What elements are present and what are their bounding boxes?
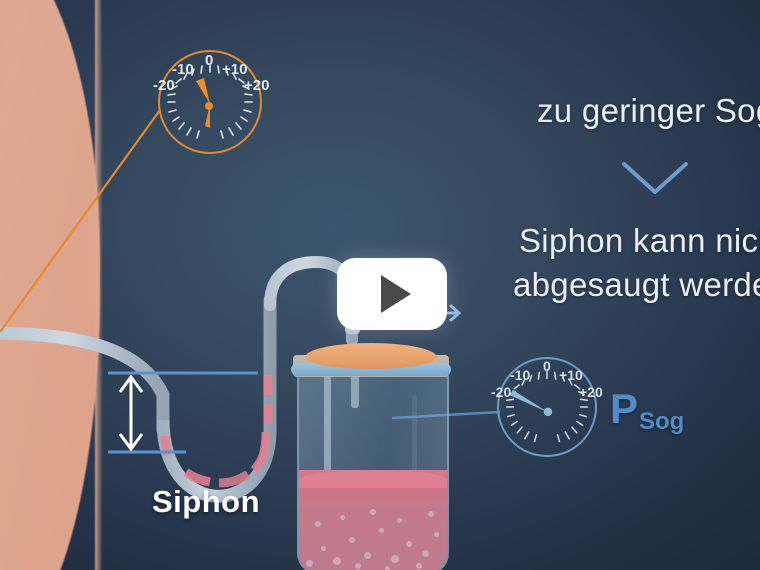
play-button[interactable] [337,258,447,330]
pressure-subscript: Sog [639,408,685,435]
pressure-suction-label: PSog [610,385,684,436]
play-icon [380,275,411,313]
double-arrow-vertical-icon [118,374,144,452]
gauge-blue-leader [391,410,501,420]
gauge-blue-tick-zero: 0 [543,358,551,374]
gauge-orange-tick-plus20: +20 [244,77,270,94]
gauge-blue-tick-minus20: -20 [491,384,512,400]
gauge-orange-tick-zero: 0 [205,52,214,69]
gauge-orange-tick-plus10: +10 [222,61,248,78]
gauge-orange: -20 -10 0 +10 +20 [153,50,269,154]
conclusion-line-2: abgesaugt werden [513,266,760,303]
tube-from-patient [0,326,170,437]
gauge-orange-needle [196,78,213,128]
headline-text: zu geringer Sog [537,92,760,129]
pressure-symbol: P [610,385,639,432]
collection-jar [297,368,449,570]
siphon-label: Siphon [152,484,261,519]
jar-liquid [299,470,447,570]
chevron-down-icon [622,162,688,194]
siphon-fluid-segments [160,375,273,488]
jar-lid [305,343,437,369]
gauge-orange-tick-minus10: -10 [172,61,194,78]
gauge-blue-tick-plus20: +20 [579,384,603,400]
conclusion-line-1: Siphon kann nicht [519,222,760,259]
gauge-blue: -20 -10 0 +10 +20 [491,357,603,457]
jar-straw-center [351,370,359,408]
gauge-blue-tick-plus10: +10 [559,367,583,383]
gauge-blue-needle [510,389,553,417]
gauge-orange-tick-minus20: -20 [153,77,175,94]
gauge-orange-leader [0,109,161,333]
liquid-bubbles [299,497,447,570]
patient-body-silhouette [0,0,103,570]
gauge-blue-tick-minus10: -10 [510,367,531,383]
